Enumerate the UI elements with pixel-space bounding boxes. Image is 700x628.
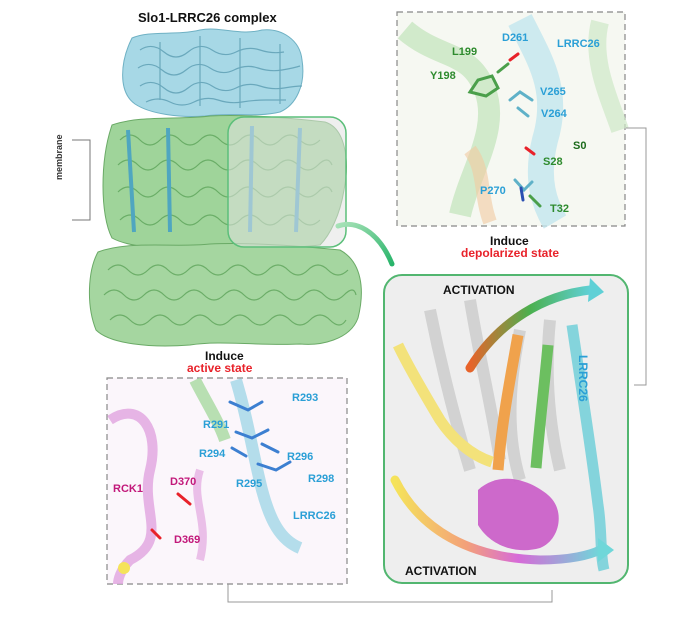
label-lrrc26-bottom: LRRC26	[293, 510, 336, 522]
residue-R296: R296	[287, 451, 314, 463]
active-caption-line2: active state	[187, 361, 253, 375]
activation-panel	[383, 274, 629, 584]
residue-R294: R294	[199, 448, 226, 460]
label-rck1: RCK1	[113, 483, 143, 495]
residue-T32: T32	[550, 203, 569, 215]
label-s0: S0	[573, 140, 587, 152]
residue-R293: R293	[292, 392, 319, 404]
residue-R298: R298	[308, 473, 335, 485]
slo1-cytosolic-domain	[89, 242, 362, 347]
activation-arrow-bottom	[390, 475, 605, 565]
residue-R291: R291	[203, 419, 230, 431]
residue-L199: L199	[452, 46, 478, 58]
zoom-connector	[335, 221, 395, 267]
ion-sphere	[118, 562, 130, 574]
activation-label-top: ACTIVATION	[443, 283, 515, 297]
connector-lines	[227, 127, 647, 603]
activation-label-bottom: ACTIVATION	[405, 564, 477, 578]
active-detail-panel	[106, 377, 348, 585]
membrane-bracket	[72, 139, 91, 221]
complex-structure	[72, 28, 362, 347]
residue-S28: S28	[543, 156, 563, 168]
residue-V264: V264	[541, 108, 567, 120]
s0-helix	[393, 342, 494, 468]
label-lrrc26-top: LRRC26	[557, 38, 600, 50]
depolarized-caption-line1: Induce	[490, 234, 529, 248]
s5-helix	[530, 344, 554, 469]
residue-Y198: Y198	[430, 70, 456, 82]
highlight-box	[227, 116, 347, 248]
figure-title: Slo1-LRRC26 complex	[138, 10, 277, 25]
s4-helix	[492, 334, 524, 471]
residue-V265: V265	[540, 86, 566, 98]
rck1-domain	[478, 478, 559, 551]
residue-D261: D261	[502, 32, 529, 44]
activation-arrowhead-bottom	[598, 538, 614, 562]
active-caption-line1: Induce	[205, 349, 244, 363]
residue-D369: D369	[174, 534, 201, 546]
lrrc26-extracellular-domain	[122, 28, 304, 117]
activation-arrowhead-top	[588, 278, 604, 302]
residue-R295: R295	[236, 478, 263, 490]
depolarized-caption-line2: depolarized state	[461, 246, 560, 260]
lrrc26-vertical-label: LRRC26	[576, 355, 590, 402]
depolarized-detail-panel	[396, 11, 629, 229]
residue-P270: P270	[480, 185, 506, 197]
membrane-label: membrane	[54, 134, 64, 180]
activation-arrow-top	[465, 285, 595, 373]
residue-D370: D370	[170, 476, 197, 488]
